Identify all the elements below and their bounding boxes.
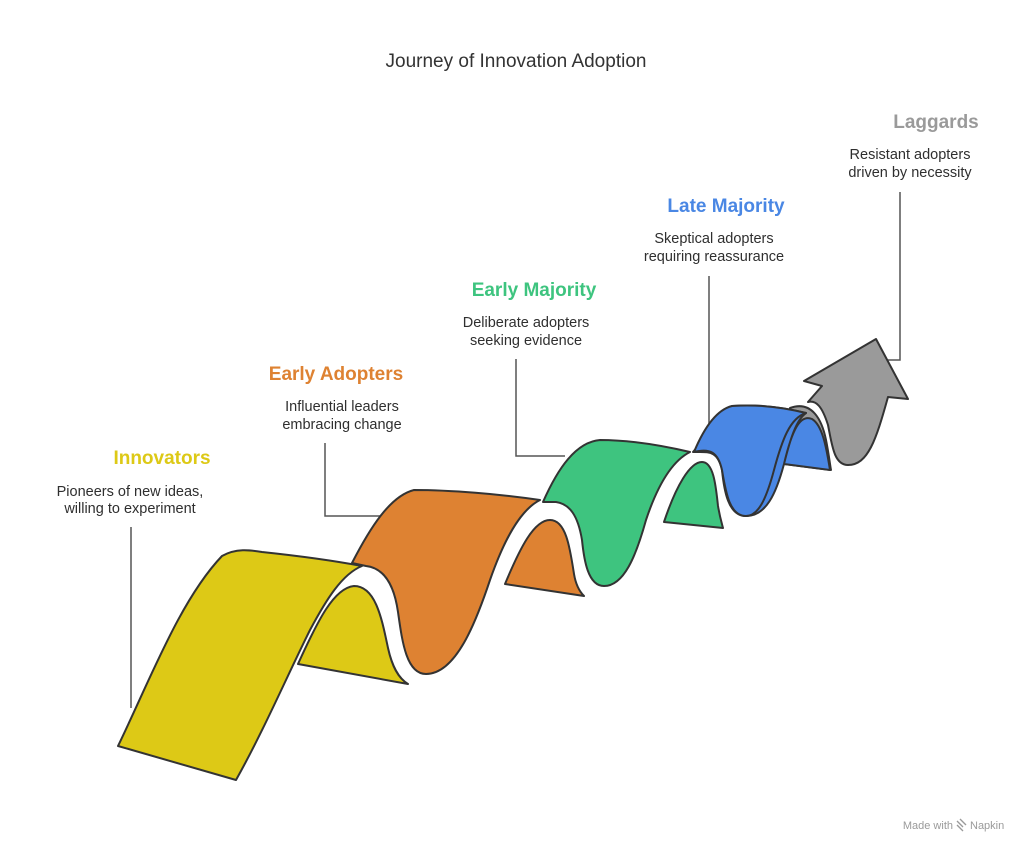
stage-desc-early-adopters-line1: Influential leaders	[285, 399, 399, 415]
stage-desc-late-majority-line1: Skeptical adopters	[654, 231, 773, 247]
early-adopters-crest	[351, 489, 541, 675]
watermark-prefix: Made with	[903, 820, 953, 832]
stage-title-late-majority: Late Majority	[667, 196, 785, 217]
early-majority-connector	[515, 359, 565, 457]
stage-desc-innovators-line1: Pioneers of new ideas,	[57, 484, 204, 500]
laggards-connector	[882, 192, 901, 361]
stage-title-early-adopters: Early Adopters	[269, 364, 403, 385]
diagram-title: Journey of Innovation Adoption	[386, 51, 647, 72]
late-majority-crest	[693, 404, 807, 517]
stage-title-laggards: Laggards	[893, 112, 979, 133]
stage-title-innovators: Innovators	[113, 448, 210, 469]
early-majority-crest	[542, 439, 691, 587]
stage-desc-late-majority-line2: requiring reassurance	[644, 249, 784, 265]
stage-desc-innovators-line2: willing to experiment	[63, 501, 195, 517]
laggards-arrow	[803, 338, 909, 466]
innovators-tail	[297, 585, 409, 685]
watermark: Made with Napkin	[903, 818, 1004, 832]
early-adopters-tail	[504, 519, 585, 597]
stage-desc-laggards-line2: driven by necessity	[848, 165, 972, 181]
watermark-brand: Napkin	[970, 820, 1004, 832]
stage-desc-early-majority-line1: Deliberate adopters	[463, 315, 590, 331]
stage-desc-early-adopters-line2: embracing change	[282, 417, 401, 433]
napkin-logo-icon	[956, 818, 967, 832]
innovators-crest	[117, 549, 363, 781]
stage-desc-laggards-line1: Resistant adopters	[850, 147, 971, 163]
stage-title-early-majority: Early Majority	[472, 280, 597, 301]
stage-desc-early-majority-line2: seeking evidence	[470, 333, 582, 349]
early-adopters-connector	[324, 443, 382, 517]
early-majority-tail	[663, 461, 724, 529]
